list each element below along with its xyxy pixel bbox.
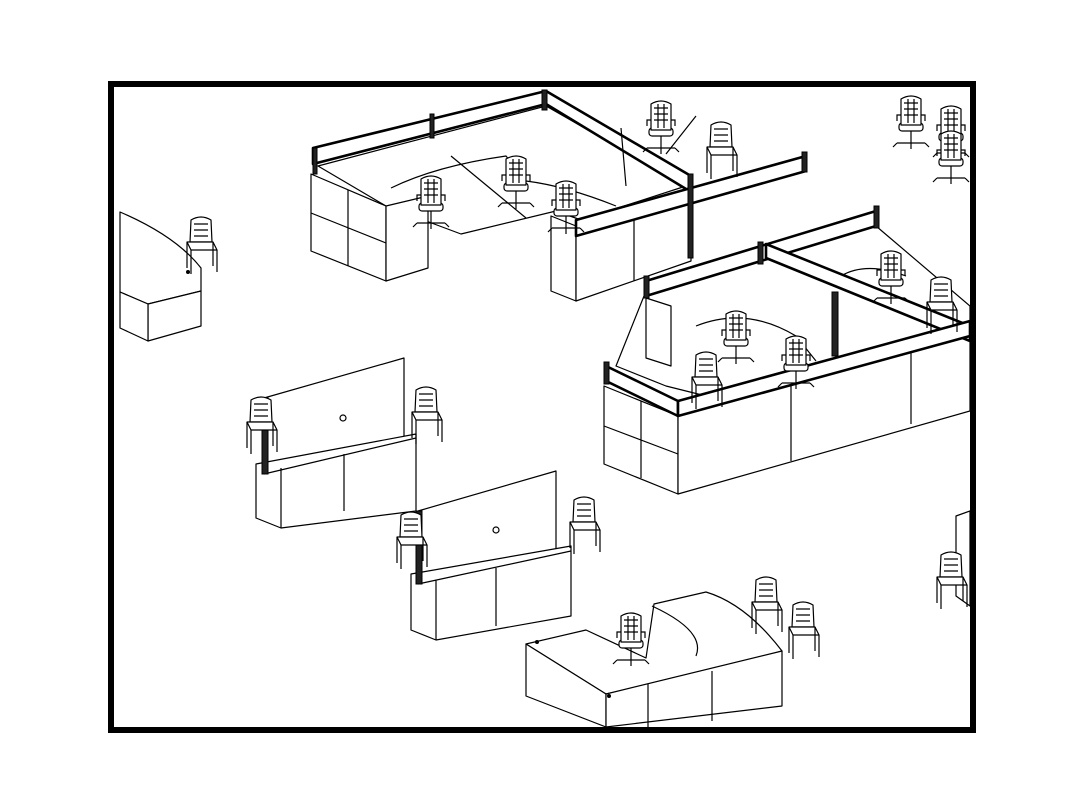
guest-chair: [706, 121, 738, 180]
guest-chair: [186, 216, 218, 275]
reception-desk-west: [120, 212, 218, 341]
task-chair: [642, 100, 680, 155]
task-chair: [892, 95, 930, 150]
l-shaped-desk-south: [526, 576, 820, 727]
cubicle-cluster-east: [604, 206, 970, 494]
task-chair: [932, 130, 970, 185]
storage-cabinet-middle: [396, 471, 601, 640]
cubicle-cluster-north: [311, 90, 807, 301]
guest-chair: [751, 576, 783, 635]
storage-cabinet-west: [246, 358, 443, 528]
partial-desk-east: [936, 511, 970, 610]
drawing-frame: [108, 81, 976, 733]
guest-chair: [569, 496, 601, 555]
guest-chair: [411, 386, 443, 445]
office-floorplan-drawing: [114, 87, 970, 727]
guest-chair: [788, 601, 820, 660]
chair-group-northeast: [892, 95, 970, 185]
